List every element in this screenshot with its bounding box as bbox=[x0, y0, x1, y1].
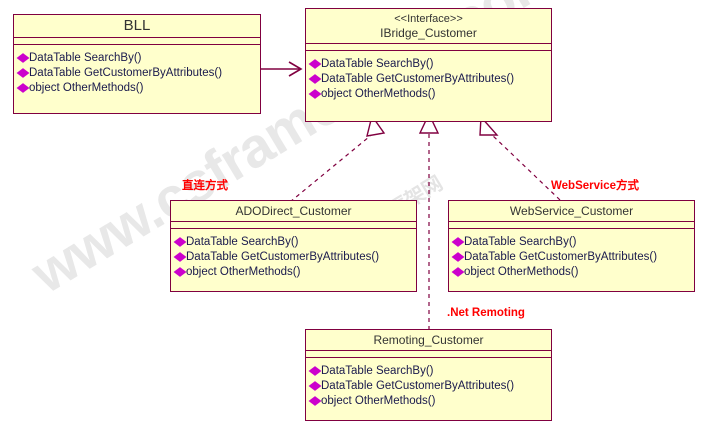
method-label: DataTable GetCustomerByAttributes() bbox=[186, 251, 380, 263]
class-name-webservice-customer: WebService_Customer bbox=[509, 204, 634, 218]
method-label: DataTable SearchBy() bbox=[29, 52, 142, 64]
connector-adodirect-to-ibridge bbox=[289, 114, 386, 203]
method-row: DataTable SearchBy() bbox=[451, 235, 690, 250]
method-row: object OtherMethods() bbox=[451, 265, 690, 280]
class-box-adodirect-customer[interactable]: ADODirect_Customer DataTable SearchBy() … bbox=[170, 200, 417, 292]
method-label: DataTable GetCustomerByAttributes() bbox=[321, 380, 515, 392]
diamond-bullet-icon bbox=[308, 88, 322, 99]
note-adodirect-label: 直连方式 bbox=[182, 180, 228, 192]
diamond-bullet-icon bbox=[308, 380, 322, 391]
diamond-bullet-icon bbox=[451, 236, 465, 247]
method-label: DataTable SearchBy() bbox=[321, 365, 434, 377]
connector-webservice-to-ibridge bbox=[479, 115, 561, 201]
method-label: object OtherMethods() bbox=[321, 395, 436, 407]
method-label: DataTable SearchBy() bbox=[321, 58, 434, 70]
method-row: DataTable GetCustomerByAttributes() bbox=[451, 250, 690, 265]
class-box-webservice-customer[interactable]: WebService_Customer DataTable SearchBy()… bbox=[448, 200, 695, 292]
diamond-bullet-icon bbox=[451, 251, 465, 262]
method-label: DataTable GetCustomerByAttributes() bbox=[464, 251, 658, 263]
class-stereotype-ibridge-customer: <<Interface>> bbox=[394, 13, 463, 25]
class-title-bll: BLL bbox=[14, 15, 260, 38]
method-row: object OtherMethods() bbox=[173, 265, 412, 280]
class-title-webservice-customer: WebService_Customer bbox=[449, 201, 694, 222]
method-row: DataTable SearchBy() bbox=[173, 235, 412, 250]
diamond-bullet-icon bbox=[308, 365, 322, 376]
class-methods-webservice-customer: DataTable SearchBy() DataTable GetCustom… bbox=[449, 229, 694, 286]
method-label: DataTable SearchBy() bbox=[186, 236, 299, 248]
class-attributes-webservice-customer bbox=[449, 222, 694, 229]
class-attributes-adodirect-customer bbox=[171, 222, 416, 229]
class-methods-adodirect-customer: DataTable SearchBy() DataTable GetCustom… bbox=[171, 229, 416, 286]
method-label: object OtherMethods() bbox=[464, 266, 579, 278]
class-box-ibridge-customer[interactable]: <<Interface>> IBridge_Customer DataTable… bbox=[305, 8, 552, 122]
diamond-bullet-icon bbox=[308, 58, 322, 69]
diamond-bullet-icon bbox=[16, 82, 30, 93]
diamond-bullet-icon bbox=[451, 266, 465, 277]
class-box-remoting-customer[interactable]: Remoting_Customer DataTable SearchBy() D… bbox=[305, 329, 552, 421]
diamond-bullet-icon bbox=[16, 67, 30, 78]
note-webservice-label: WebService方式 bbox=[551, 180, 639, 192]
class-name-adodirect-customer: ADODirect_Customer bbox=[235, 204, 352, 218]
note-remoting-label: .Net Remoting bbox=[447, 307, 525, 319]
class-attributes-ibridge-customer bbox=[306, 44, 551, 51]
method-label: DataTable SearchBy() bbox=[464, 236, 577, 248]
diamond-bullet-icon bbox=[308, 73, 322, 84]
method-label: DataTable GetCustomerByAttributes() bbox=[321, 73, 515, 85]
method-label: DataTable GetCustomerByAttributes() bbox=[29, 67, 223, 79]
class-title-ibridge-customer: <<Interface>> IBridge_Customer bbox=[306, 9, 551, 44]
method-label: object OtherMethods() bbox=[321, 88, 436, 100]
class-attributes-remoting-customer bbox=[306, 351, 551, 358]
class-name-ibridge-customer: IBridge_Customer bbox=[380, 26, 477, 40]
method-row: object OtherMethods() bbox=[308, 394, 547, 409]
diamond-bullet-icon bbox=[173, 251, 187, 262]
connector-bll-to-ibridge bbox=[261, 61, 303, 77]
class-methods-ibridge-customer: DataTable SearchBy() DataTable GetCustom… bbox=[306, 51, 551, 108]
class-title-remoting-customer: Remoting_Customer bbox=[306, 330, 551, 351]
method-row: DataTable GetCustomerByAttributes() bbox=[173, 250, 412, 265]
connector-remoting-to-ibridge bbox=[418, 112, 440, 330]
method-row: object OtherMethods() bbox=[16, 81, 256, 96]
diamond-bullet-icon bbox=[173, 236, 187, 247]
class-box-bll[interactable]: BLL DataTable SearchBy() DataTable GetCu… bbox=[13, 14, 261, 114]
diamond-bullet-icon bbox=[173, 266, 187, 277]
method-row: DataTable GetCustomerByAttributes() bbox=[308, 379, 547, 394]
method-row: DataTable SearchBy() bbox=[308, 364, 547, 379]
method-row: object OtherMethods() bbox=[308, 87, 547, 102]
method-row: DataTable GetCustomerByAttributes() bbox=[308, 72, 547, 87]
diamond-bullet-icon bbox=[16, 52, 30, 63]
method-row: DataTable SearchBy() bbox=[308, 57, 547, 72]
method-label: object OtherMethods() bbox=[29, 82, 144, 94]
class-attributes-bll bbox=[14, 38, 260, 45]
diamond-bullet-icon bbox=[308, 395, 322, 406]
method-row: DataTable SearchBy() bbox=[16, 51, 256, 66]
class-name-remoting-customer: Remoting_Customer bbox=[373, 333, 484, 347]
class-title-adodirect-customer: ADODirect_Customer bbox=[171, 201, 416, 222]
class-methods-remoting-customer: DataTable SearchBy() DataTable GetCustom… bbox=[306, 358, 551, 415]
class-methods-bll: DataTable SearchBy() DataTable GetCustom… bbox=[14, 45, 260, 102]
method-label: object OtherMethods() bbox=[186, 266, 301, 278]
class-name-bll: BLL bbox=[123, 17, 151, 34]
method-row: DataTable GetCustomerByAttributes() bbox=[16, 66, 256, 81]
